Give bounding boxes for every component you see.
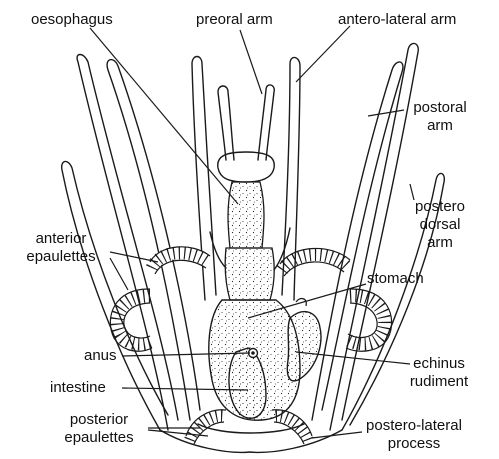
label-posterior-epaulettes-2: epaulettes [57,430,141,446]
label-preoral-arm: preoral arm [196,12,273,28]
leader-anterior-epaulettes [110,252,158,262]
right-postoral-arm [312,62,403,420]
oesophagus-shape [228,182,264,248]
oesophagus-lower [225,248,274,300]
label-oesophagus: oesophagus [31,12,113,28]
leader-oesophagus [90,28,238,204]
label-anterior-epaulettes-1: anterior [18,231,104,247]
label-posterior-epaulettes-1: posterior [57,412,141,428]
label-postero-lateral-process-2: process [354,436,474,452]
leader-preoral-arm [240,30,262,94]
label-postoral-arm-1: postoral [404,100,476,116]
label-anterior-epaulettes-2: epaulettes [18,249,104,265]
label-postero-dorsal-arm-1: postero [408,199,472,215]
left-preoral-arm [218,86,234,160]
echinus-rudiment-shape [287,312,321,381]
left-postoral-arm [107,60,200,420]
label-echinus-rudiment-2: rudiment [404,374,474,390]
leader-postero-dorsal-arm [410,184,414,200]
body-inner-line [198,424,304,433]
label-postero-lateral-process-1: postero-lateral [354,418,474,434]
right-preoral-arm [258,85,274,160]
leader-postoral-arm [368,110,404,116]
label-echinus-rudiment-1: echinus [404,356,474,372]
label-intestine: intestine [50,380,106,396]
label-antero-lateral-arm: antero-lateral arm [338,12,456,28]
label-postoral-arm-2: arm [404,118,476,134]
label-anus: anus [84,348,117,364]
label-stomach: stomach [367,271,424,287]
label-postero-dorsal-arm-2: dorsal [408,217,472,233]
leader-antero-lateral-arm [296,26,350,82]
label-postero-dorsal-arm-3: arm [408,235,472,251]
